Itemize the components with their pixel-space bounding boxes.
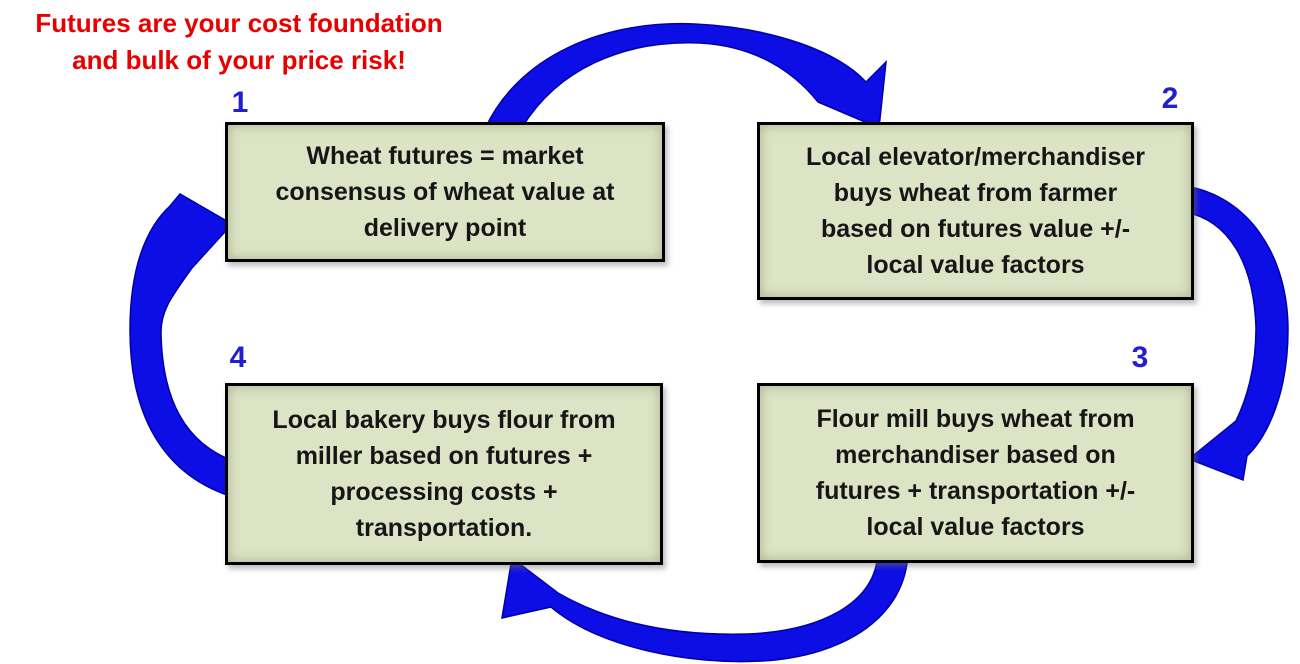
step-box-2-text: Local elevator/merchandiser — [805, 143, 1146, 171]
arrow-1-to-2-icon — [479, 22, 887, 139]
step-number-3: 3 — [1131, 341, 1149, 374]
arrow-4-to-1-icon — [129, 193, 237, 500]
step-box-3-text: Flour mill buys wheat from — [816, 405, 1135, 433]
headline-line-2: and bulk of your price risk! — [72, 45, 406, 75]
step-number-2: 2 — [1161, 82, 1179, 115]
step-box-2: Local elevator/merchandiser buys wheat f… — [757, 122, 1194, 300]
step-box-1: Wheat futures = market consensus of whea… — [225, 122, 665, 262]
step-number-1: 1 — [231, 86, 249, 119]
step-box-1-text: Wheat futures = market — [306, 142, 584, 170]
headline-line-1: Futures are your cost foundation — [35, 8, 443, 38]
arrow-3-to-4-icon — [501, 551, 909, 663]
step-box-3: Flour mill buys wheat from merchandiser … — [757, 383, 1194, 563]
step-box-4-text: Local bakery buys flour from — [272, 406, 616, 434]
headline: Futures are your cost foundation and bul… — [0, 5, 478, 79]
step-box-4: Local bakery buys flour from miller base… — [225, 383, 663, 565]
arrow-2-to-3-icon — [1184, 185, 1289, 482]
step-number-4: 4 — [229, 341, 247, 374]
